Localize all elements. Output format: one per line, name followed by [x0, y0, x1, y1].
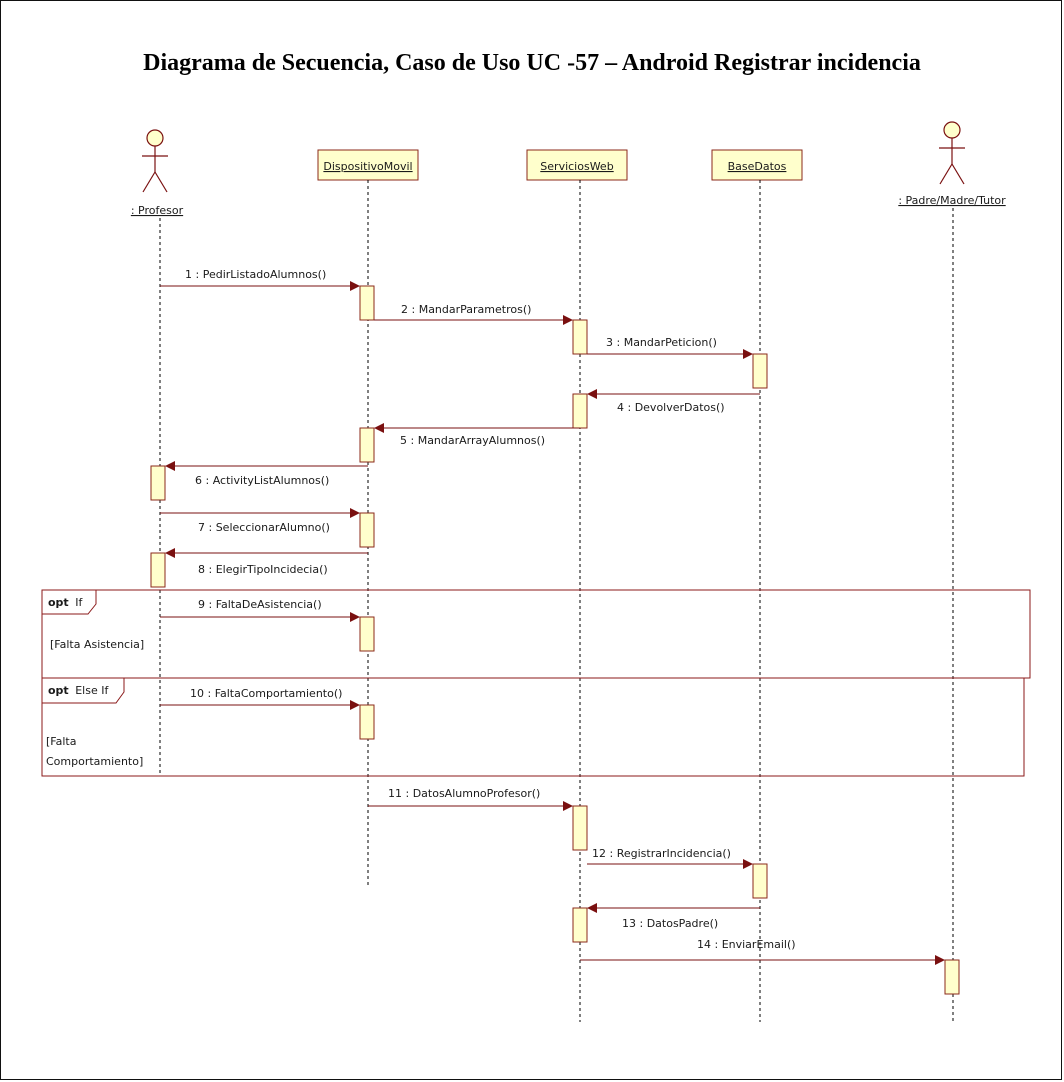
message-label: 3 : MandarPeticion()	[606, 336, 717, 349]
fragment-guard-line-2: Comportamiento]	[46, 755, 143, 768]
activation-bar	[359, 285, 375, 321]
stick-figure-icon	[142, 129, 168, 193]
message-label: 14 : EnviarEmail()	[697, 938, 796, 951]
message-label: 6 : ActivityListAlumnos()	[195, 474, 329, 487]
activation-bar	[150, 552, 166, 588]
object-label: DispositivoMovil	[323, 160, 412, 173]
message-label: 2 : MandarParametros()	[401, 303, 531, 316]
message-label: 10 : FaltaComportamiento()	[190, 687, 342, 700]
fragment-guard-line-1: [Falta	[46, 735, 76, 748]
svg-text:opt If: opt If	[48, 596, 83, 609]
message-label: 8 : ElegirTipoIncidecia()	[198, 563, 328, 576]
diagram-title: Diagrama de Secuencia, Caso de Uso UC -5…	[143, 50, 921, 76]
activation-bar	[359, 704, 375, 740]
activation-bars	[150, 285, 960, 995]
message-label: 4 : DevolverDatos()	[617, 401, 725, 414]
message-label: 5 : MandarArrayAlumnos()	[400, 434, 545, 447]
fragment-guard: [Falta Asistencia]	[50, 638, 144, 651]
fragment-operator: opt	[48, 596, 69, 609]
svg-text:opt Else If: opt Else If	[48, 684, 109, 697]
object-base-datos: BaseDatos	[711, 149, 803, 181]
message-label: 13 : DatosPadre()	[622, 917, 718, 930]
activation-bar	[359, 427, 375, 463]
messages	[160, 281, 945, 965]
message-label: 7 : SeleccionarAlumno()	[198, 521, 330, 534]
fragment-opt-if: opt If [Falta Asistencia]	[41, 589, 1031, 679]
message-label: 11 : DatosAlumnoProfesor()	[388, 787, 540, 800]
activation-bar	[572, 907, 588, 943]
fragment-opt-else-if: opt Else If [Falta Comportamiento]	[41, 677, 1025, 777]
activation-bar	[752, 353, 768, 389]
actor-padre-madre-tutor: : Padre/Madre/Tutor	[898, 121, 1006, 207]
activation-bar	[572, 805, 588, 851]
activation-bar	[752, 863, 768, 899]
activation-bar	[359, 512, 375, 548]
actor-label: : Padre/Madre/Tutor	[898, 194, 1006, 207]
object-dispositivo-movil: DispositivoMovil	[317, 149, 419, 181]
fragment-operator: opt	[48, 684, 69, 697]
stick-figure-icon	[939, 121, 965, 185]
actor-profesor: : Profesor	[131, 129, 184, 217]
activation-bar	[150, 465, 166, 501]
activation-bar	[944, 959, 960, 995]
message-label: 9 : FaltaDeAsistencia()	[198, 598, 322, 611]
object-servicios-web: ServiciosWeb	[526, 149, 628, 181]
activation-bar	[572, 319, 588, 355]
object-label: ServiciosWeb	[540, 160, 613, 173]
activation-bar	[572, 393, 588, 429]
fragment-name: If	[75, 596, 83, 609]
object-label: BaseDatos	[728, 160, 787, 173]
actor-label: : Profesor	[131, 204, 184, 217]
message-label: 12 : RegistrarIncidencia()	[592, 847, 731, 860]
fragment-name: Else If	[75, 684, 109, 697]
message-label: 1 : PedirListadoAlumnos()	[185, 268, 326, 281]
message-labels: 1 : PedirListadoAlumnos() 2 : MandarPara…	[185, 268, 796, 951]
activation-bar	[359, 616, 375, 652]
